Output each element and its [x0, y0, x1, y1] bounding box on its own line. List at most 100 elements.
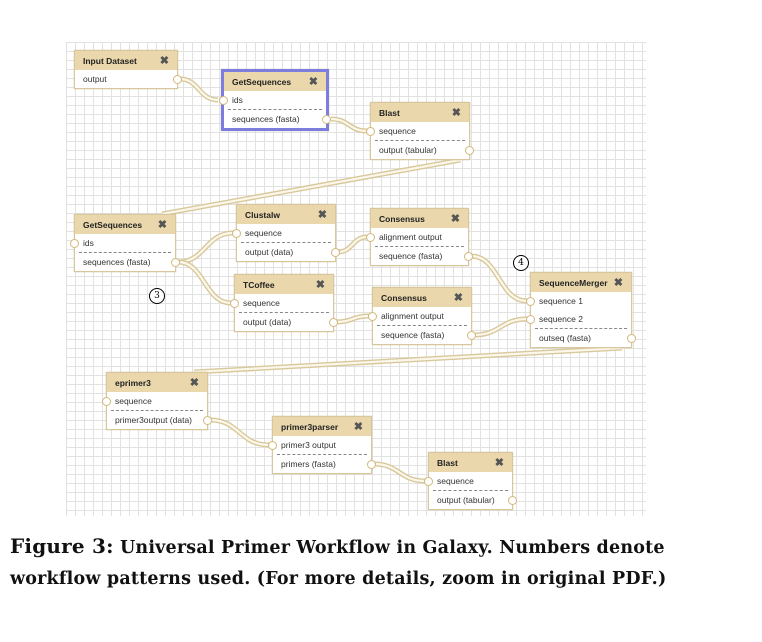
- output-port-icon[interactable]: [171, 258, 180, 267]
- close-icon[interactable]: ✖: [450, 213, 460, 225]
- divider: [433, 490, 508, 491]
- output-port-icon[interactable]: [464, 252, 473, 261]
- close-icon[interactable]: ✖: [317, 209, 327, 221]
- input-port-icon[interactable]: [366, 127, 375, 136]
- node-tcoffee[interactable]: TCoffee ✖ sequence output (data): [230, 274, 338, 332]
- close-icon[interactable]: ✖: [157, 219, 167, 231]
- node-getseq1[interactable]: GetSequences ✖ ids sequences (fasta): [219, 69, 331, 131]
- close-icon[interactable]: ✖: [451, 107, 461, 119]
- input-label: sequence: [115, 396, 152, 406]
- node-header[interactable]: primer3parser✖: [273, 417, 371, 436]
- input-port-row: sequence: [366, 122, 469, 140]
- input-label: alignment output: [381, 311, 444, 321]
- close-icon[interactable]: ✖: [159, 55, 169, 67]
- node-clustalw[interactable]: Clustalw ✖ sequence output (data): [232, 204, 340, 262]
- input-port-row: sequence: [102, 392, 207, 410]
- input-label: sequence: [379, 126, 416, 136]
- input-port-row: sequence 2: [526, 310, 631, 328]
- node-title: TCoffee: [243, 279, 275, 290]
- node-title: Clustalw: [245, 209, 280, 220]
- divider: [535, 328, 627, 329]
- node-title: GetSequences: [232, 76, 292, 87]
- output-port-row: output (data): [237, 243, 340, 261]
- output-port-icon[interactable]: [465, 146, 474, 155]
- close-icon[interactable]: ✖: [189, 377, 199, 389]
- input-port-icon[interactable]: [230, 299, 239, 308]
- divider: [277, 454, 367, 455]
- input-port-icon[interactable]: [368, 312, 377, 321]
- node-header[interactable]: Input Dataset✖: [75, 51, 177, 70]
- output-port-row: output (data): [235, 313, 338, 331]
- output-port-icon[interactable]: [322, 115, 331, 124]
- input-port-row: sequence 1: [526, 292, 631, 310]
- close-icon[interactable]: ✖: [315, 279, 325, 291]
- node-input[interactable]: Input Dataset✖output: [74, 50, 182, 89]
- output-port-row: outseq (fasta): [531, 329, 636, 347]
- node-blast1[interactable]: Blast ✖ sequence output (tabular): [366, 102, 474, 160]
- pattern-marker-4: 4: [513, 255, 529, 271]
- input-port-icon[interactable]: [366, 233, 375, 242]
- node-header[interactable]: eprimer3 ✖: [107, 373, 207, 392]
- close-icon[interactable]: ✖: [353, 421, 363, 433]
- input-port-icon[interactable]: [526, 297, 535, 306]
- node-header[interactable]: GetSequences ✖: [224, 72, 326, 91]
- output-port-icon[interactable]: [508, 496, 517, 505]
- node-consensus2[interactable]: Consensus ✖ alignment output sequence (fast…: [368, 287, 476, 345]
- input-port-icon[interactable]: [70, 239, 79, 248]
- output-port-row: output: [75, 70, 182, 88]
- input-port-icon[interactable]: [232, 229, 241, 238]
- input-port-icon[interactable]: [526, 315, 535, 324]
- output-port-row: output (tabular): [371, 141, 474, 159]
- output-port-icon[interactable]: [203, 416, 212, 425]
- node-title: Blast: [437, 457, 458, 468]
- output-port-row: sequence (fasta): [373, 326, 476, 344]
- close-icon[interactable]: ✖: [613, 277, 623, 289]
- output-label: outseq (fasta): [539, 333, 591, 343]
- node-title: Blast: [379, 107, 400, 118]
- output-label: primer3output (data): [115, 415, 193, 425]
- node-header[interactable]: GetSequences ✖: [75, 215, 175, 234]
- node-title: eprimer3: [115, 377, 151, 388]
- output-port-icon[interactable]: [173, 75, 182, 84]
- input-port-row: ids: [70, 234, 175, 252]
- node-header[interactable]: Blast ✖: [429, 453, 512, 472]
- input-port-row: ids: [219, 91, 326, 109]
- input-port-icon[interactable]: [102, 397, 111, 406]
- divider: [241, 242, 331, 243]
- node-eprimer3[interactable]: eprimer3 ✖ sequence primer3output (data): [102, 372, 212, 430]
- output-port-icon[interactable]: [627, 334, 636, 343]
- close-icon[interactable]: ✖: [453, 292, 463, 304]
- node-header[interactable]: Consensus✖: [371, 209, 468, 228]
- input-port-icon[interactable]: [424, 477, 433, 486]
- output-port-icon[interactable]: [329, 318, 338, 327]
- node-header[interactable]: Clustalw ✖: [237, 205, 335, 224]
- node-header[interactable]: Consensus ✖: [373, 288, 471, 307]
- input-port-icon[interactable]: [219, 96, 228, 105]
- input-label: ids: [83, 238, 94, 248]
- close-icon[interactable]: ✖: [308, 76, 318, 88]
- node-header[interactable]: Blast ✖: [371, 103, 469, 122]
- node-header[interactable]: TCoffee ✖: [235, 275, 333, 294]
- input-label: ids: [232, 95, 243, 105]
- input-port-row: alignment output: [368, 307, 471, 325]
- pattern-marker-3: 3: [149, 288, 165, 304]
- output-port-icon[interactable]: [467, 331, 476, 340]
- output-port-row: output (tabular): [429, 491, 517, 509]
- node-title: Consensus: [381, 292, 427, 303]
- node-header[interactable]: SequenceMerger✖: [531, 273, 631, 292]
- input-label: sequence: [245, 228, 282, 238]
- node-title: GetSequences: [83, 219, 143, 230]
- close-icon[interactable]: ✖: [494, 457, 504, 469]
- input-label: sequence: [243, 298, 280, 308]
- input-port-icon[interactable]: [268, 441, 277, 450]
- output-port-icon[interactable]: [367, 460, 376, 469]
- output-port-row: sequence (fasta): [371, 247, 473, 265]
- output-port-row: sequences (fasta): [224, 110, 331, 128]
- input-label: primer3 output: [281, 440, 336, 450]
- output-port-icon[interactable]: [331, 248, 340, 257]
